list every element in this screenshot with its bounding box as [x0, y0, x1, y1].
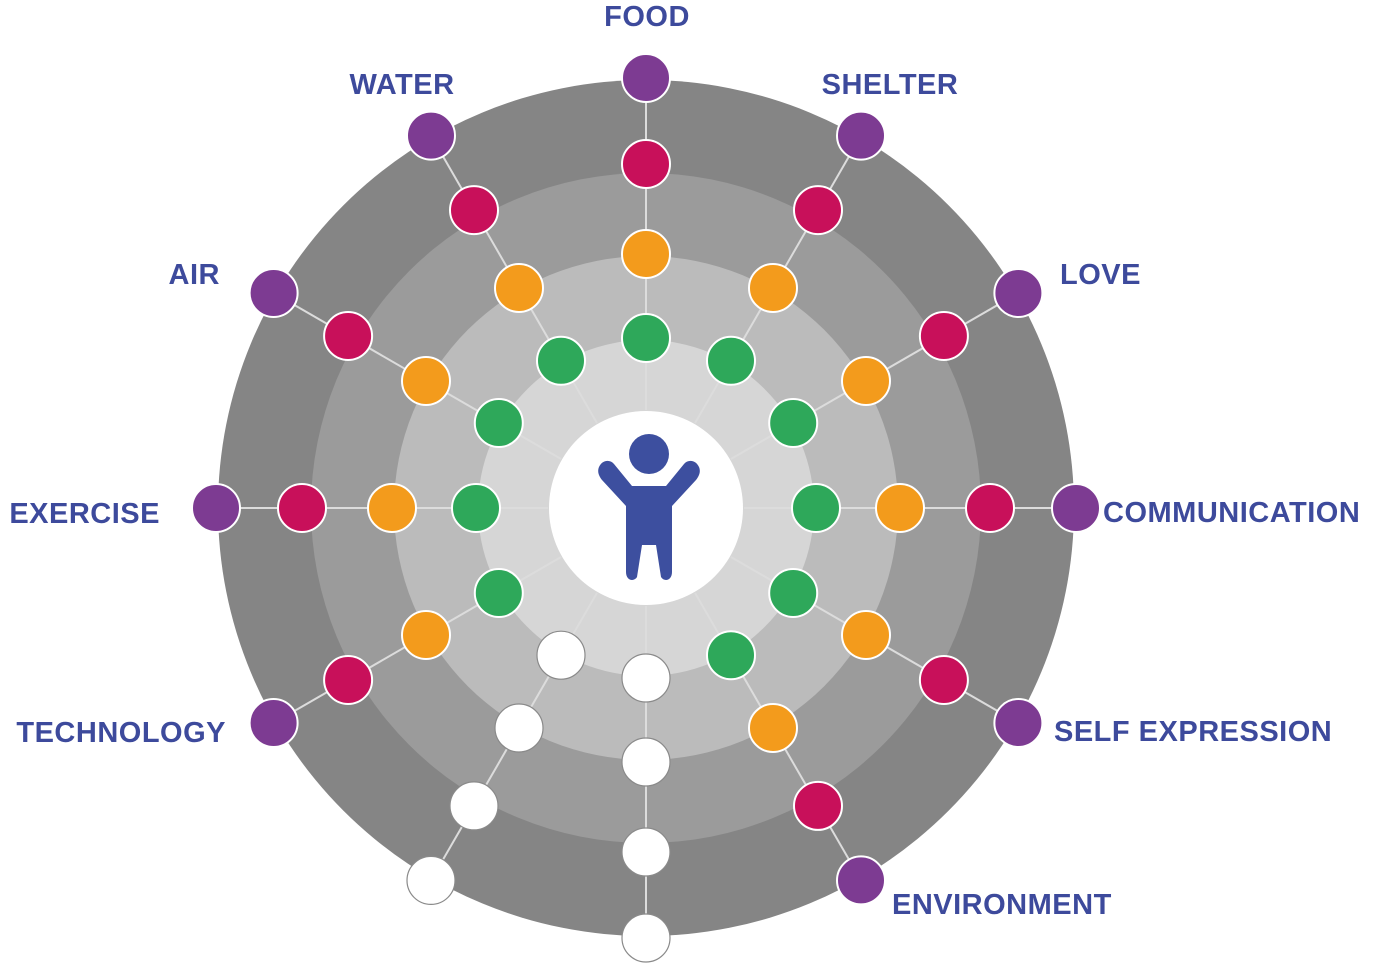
label-shelter: SHELTER	[822, 69, 959, 101]
shelter-level-4-node	[836, 110, 886, 161]
shelter-level-2-node	[748, 263, 798, 313]
self-expression-level-3-node	[918, 655, 969, 705]
self-expression-level-4-node	[993, 698, 1044, 748]
label-air: AIR	[169, 259, 220, 291]
environment-level-1-node	[706, 630, 756, 681]
air-level-2-node	[401, 356, 451, 406]
food-level-2-node	[621, 229, 671, 279]
unlabeled-6-level-2-node	[621, 737, 671, 787]
unlabeled-7-level-3-node	[449, 781, 499, 831]
food-level-4-node	[621, 53, 671, 103]
unlabeled-6-level-1-node	[621, 653, 671, 703]
air-level-1-node	[473, 398, 524, 448]
communication-level-3-node	[965, 483, 1015, 533]
water-level-3-node	[449, 185, 499, 236]
unlabeled-6-level-4-node	[621, 913, 671, 963]
environment-level-3-node	[793, 780, 843, 831]
environment-level-2-node	[748, 703, 798, 753]
food-level-1-node	[621, 313, 671, 363]
love-level-3-node	[918, 311, 969, 361]
shelter-level-1-node	[706, 335, 756, 386]
love-level-4-node	[993, 268, 1044, 318]
communication-level-2-node	[875, 483, 925, 533]
exercise-level-1-node	[451, 483, 501, 533]
label-exercise: EXERCISE	[9, 498, 160, 530]
label-communication: COMMUNICATION	[1103, 497, 1360, 529]
exercise-level-4-node	[191, 483, 241, 533]
air-level-4-node	[248, 268, 299, 318]
self-expression-level-2-node	[841, 610, 891, 660]
exercise-level-2-node	[367, 483, 417, 533]
need-labels: FOOD SHELTER LOVE COMMUNICATION SELF EXPRESS…	[9, 1, 1360, 921]
technology-level-1-node	[473, 568, 524, 618]
label-environment: ENVIRONMENT	[892, 889, 1112, 921]
unlabeled-6-level-3-node	[621, 827, 671, 877]
label-food: FOOD	[604, 1, 690, 33]
communication-level-4-node	[1051, 483, 1101, 533]
technology-level-4-node	[248, 698, 299, 748]
label-water: WATER	[349, 69, 454, 101]
person-arms-raised-icon	[598, 434, 700, 580]
love-level-1-node	[768, 398, 819, 448]
water-level-2-node	[494, 263, 544, 313]
environment-level-4-node	[836, 855, 886, 906]
center-hub	[549, 411, 743, 605]
love-level-2-node	[841, 356, 891, 406]
unlabeled-7-level-2-node	[494, 703, 544, 753]
unlabeled-7-level-1-node	[536, 630, 586, 680]
exercise-level-3-node	[277, 483, 327, 533]
communication-level-1-node	[791, 483, 841, 533]
label-technology: TECHNOLOGY	[16, 717, 226, 749]
technology-level-3-node	[323, 655, 374, 705]
technology-level-2-node	[401, 610, 451, 660]
self-expression-level-1-node	[768, 568, 819, 618]
air-level-3-node	[323, 311, 374, 361]
water-level-4-node	[406, 110, 456, 161]
label-self-expression: SELF EXPRESSION	[1054, 716, 1332, 748]
shelter-level-3-node	[793, 185, 843, 236]
unlabeled-7-level-4-node	[406, 855, 456, 906]
food-level-3-node	[621, 139, 671, 189]
level-nodes	[191, 53, 1101, 963]
water-level-1-node	[536, 335, 586, 386]
label-love: LOVE	[1060, 259, 1141, 291]
